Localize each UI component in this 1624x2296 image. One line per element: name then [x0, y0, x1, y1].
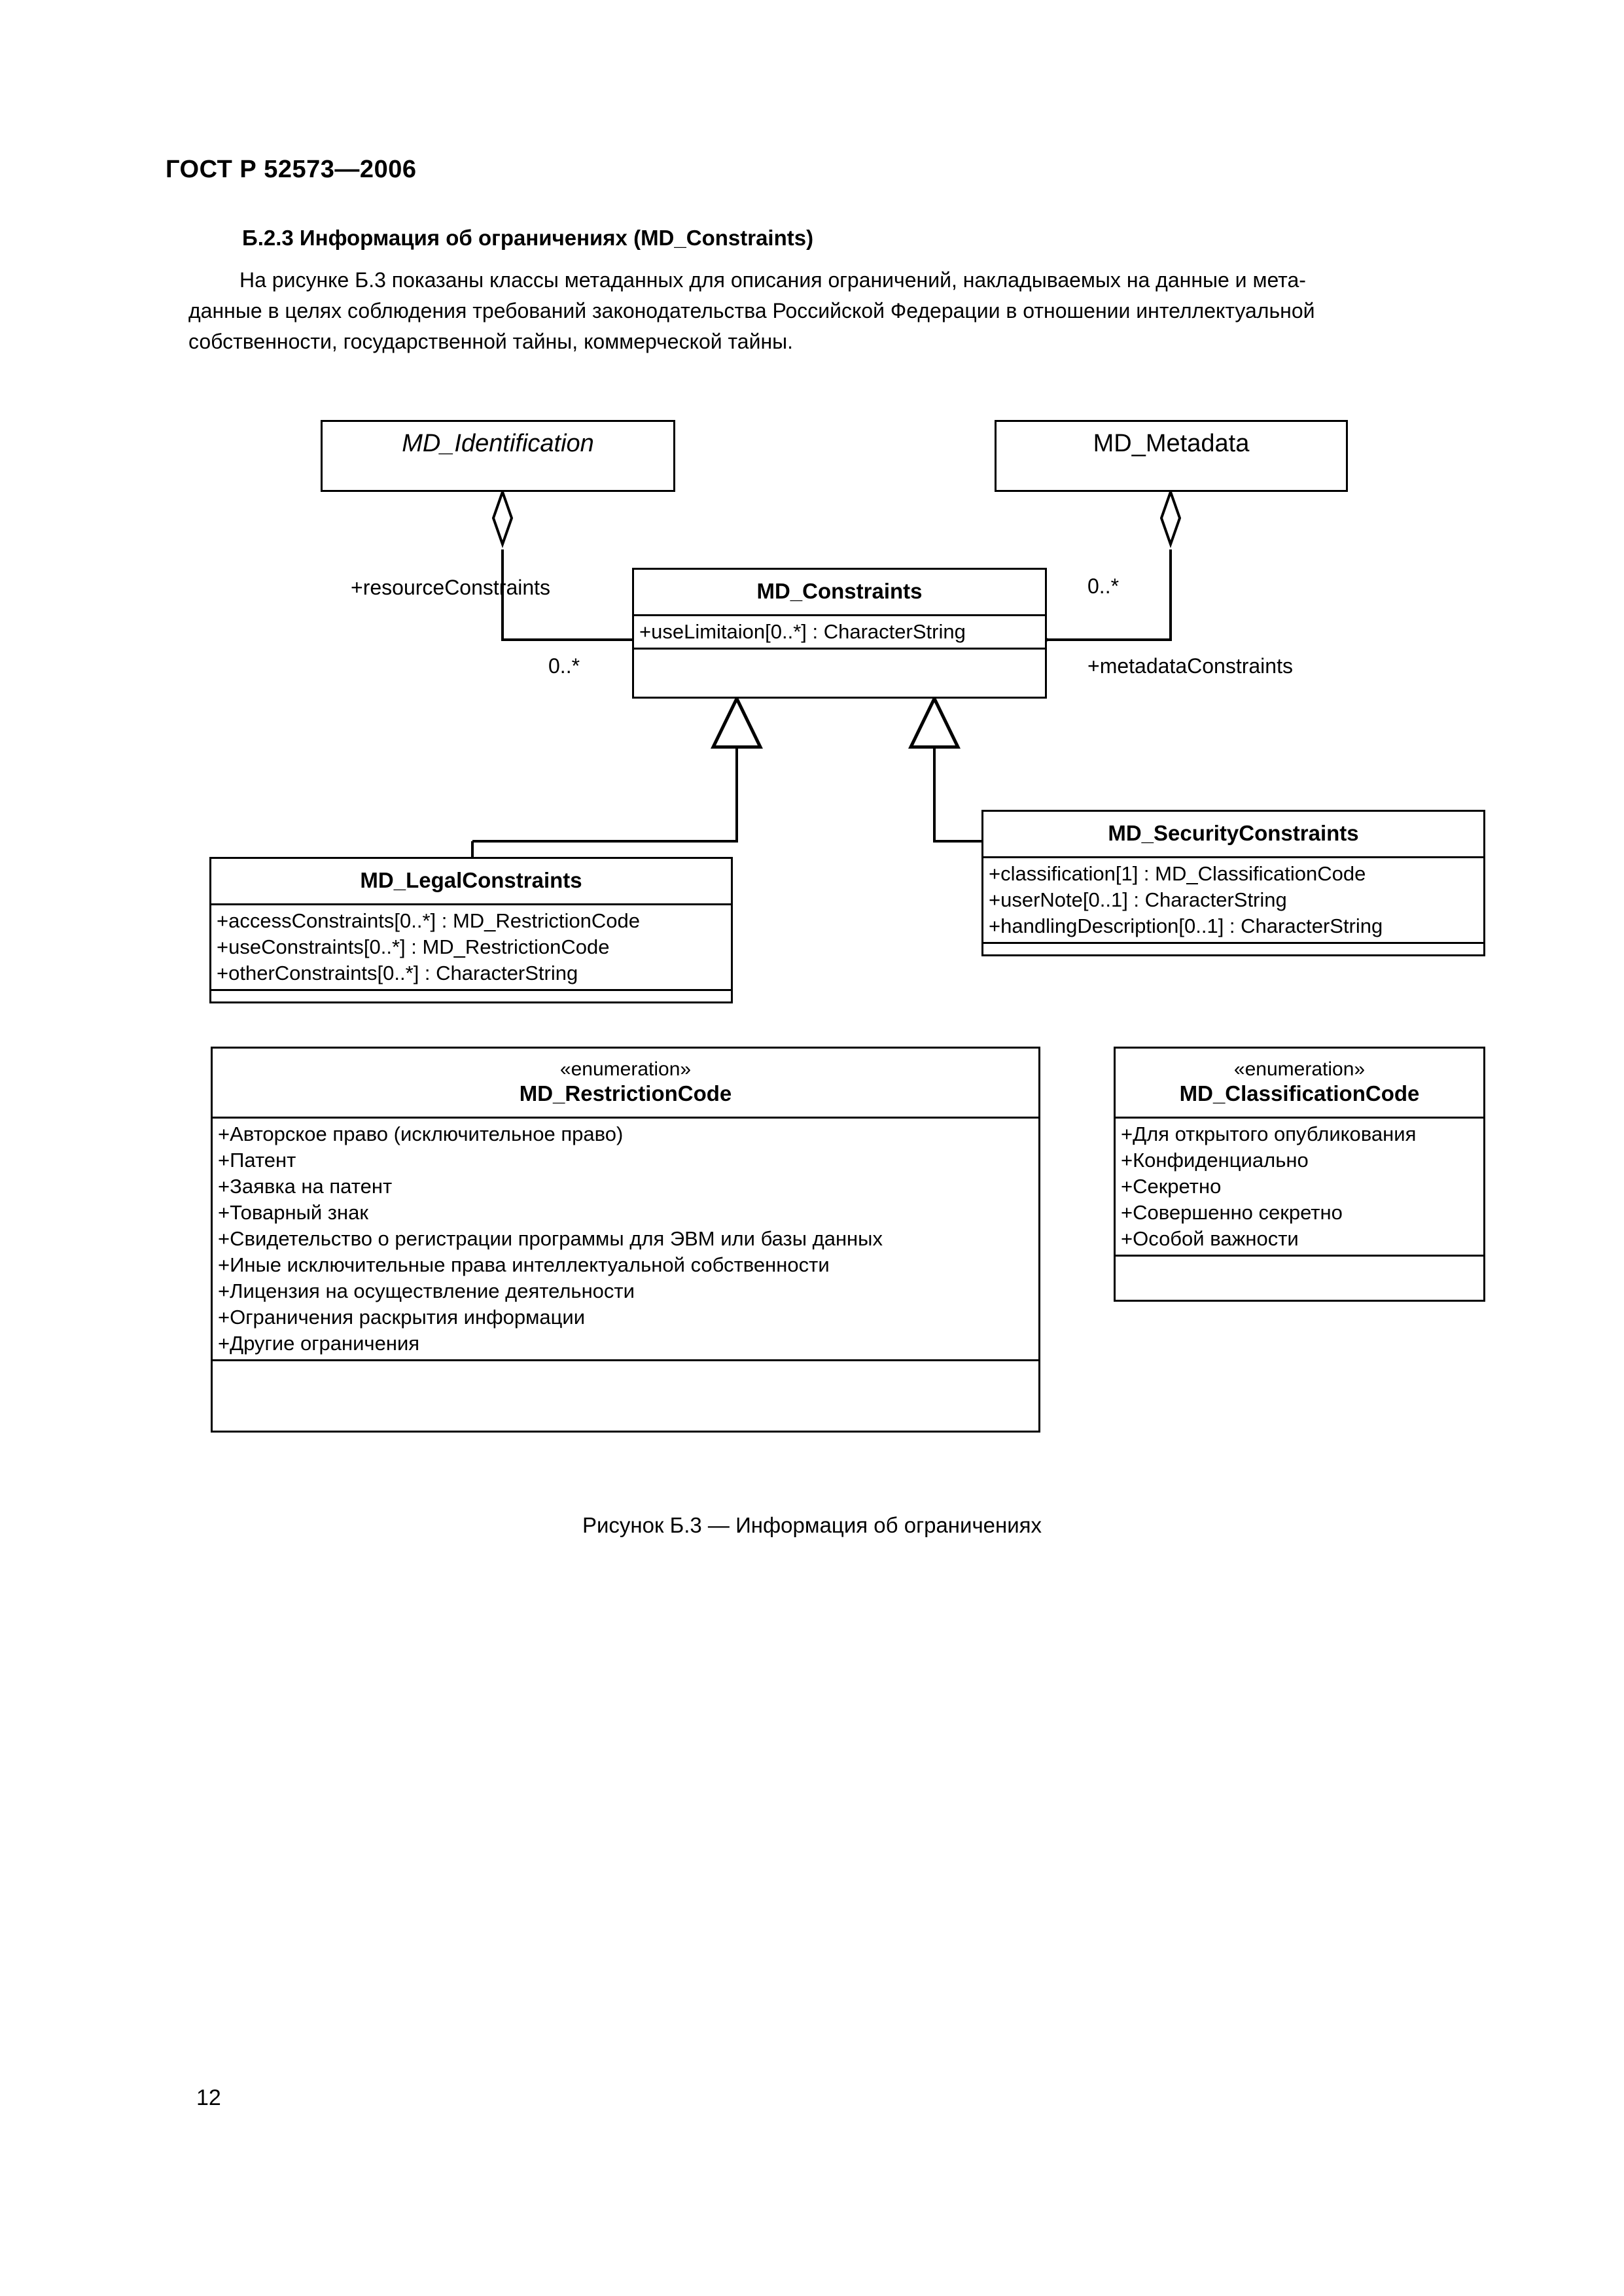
- uml-divider: [634, 614, 1045, 616]
- uml-enumeration-md-restriction-code[interactable]: «enumeration» MD_RestrictionCode +Авторс…: [211, 1047, 1040, 1433]
- uml-divider: [213, 1117, 1038, 1119]
- uml-enum-literal: +Особой важности: [1121, 1227, 1299, 1250]
- uml-enum-literal: +Лицензия на осуществление деятельности: [218, 1279, 635, 1302]
- uml-literals-md-classification-code: +Для открытого опубликования +Конфиденци…: [1116, 1119, 1483, 1255]
- uml-class-name-md-legal-constraints: MD_LegalConstraints: [360, 868, 582, 892]
- uml-enum-literal: +Другие ограничения: [218, 1332, 420, 1355]
- uml-operations-compartment: [211, 991, 731, 1029]
- uml-enumeration-md-classification-code[interactable]: «enumeration» MD_ClassificationCode +Для…: [1114, 1047, 1485, 1302]
- uml-stereotype-label: «enumeration»: [559, 1058, 692, 1080]
- uml-operations-compartment: [634, 650, 1045, 687]
- edge-label-multiplicity-right: 0..*: [1087, 574, 1120, 598]
- uml-enum-literal: +Для открытого опубликования: [1121, 1122, 1417, 1145]
- section-heading: Б.2.3 Информация об ограничениях (MD_Con…: [242, 226, 814, 250]
- uml-enum-literal: +Иные исключительные права интеллектуаль…: [218, 1253, 830, 1276]
- uml-class-md-metadata[interactable]: MD_Metadata: [995, 420, 1348, 492]
- uml-class-md-legal-constraints[interactable]: MD_LegalConstraints +accessConstraints[0…: [209, 857, 733, 1003]
- uml-class-name-md-restriction-code: MD_RestrictionCode: [519, 1081, 732, 1105]
- uml-enum-literal: +Конфиденциально: [1121, 1149, 1309, 1172]
- uml-class-diagram: +resourceConstraints 0..* 0..* +metadata…: [209, 420, 1485, 1433]
- paragraph-line-2: данные в целях соблюдения требований зак…: [188, 299, 1315, 322]
- uml-class-md-identification[interactable]: MD_Identification: [321, 420, 675, 492]
- uml-divider: [211, 903, 731, 905]
- uml-operations-compartment: [1116, 1257, 1483, 1295]
- uml-class-name-md-metadata: MD_Metadata: [1093, 430, 1250, 457]
- uml-attribute: +useLimitaion[0..*] : CharacterString: [639, 620, 966, 643]
- uml-attributes-md-security-constraints: +classification[1] : MD_ClassificationCo…: [983, 858, 1483, 942]
- edge-label-multiplicity-left: 0..*: [548, 654, 580, 678]
- uml-divider: [1116, 1255, 1483, 1257]
- uml-enum-literal: +Свидетельство о регистрации программы д…: [218, 1227, 883, 1250]
- uml-enum-literal: +Секретно: [1121, 1175, 1222, 1198]
- uml-enumeration-header-md-restriction-code: «enumeration» MD_RestrictionCode: [213, 1049, 1038, 1117]
- uml-enum-literal: +Совершенно секретно: [1121, 1201, 1343, 1224]
- uml-divider: [211, 989, 731, 991]
- uml-class-name-md-classification-code: MD_ClassificationCode: [1179, 1081, 1420, 1105]
- paragraph-line-1-text: На рисунке Б.3 показаны классы метаданны…: [239, 268, 1306, 292]
- uml-literals-md-restriction-code: +Авторское право (исключительное право) …: [213, 1119, 1038, 1359]
- uml-attribute: +classification[1] : MD_ClassificationCo…: [989, 862, 1366, 885]
- uml-attribute: +handlingDescription[0..1] : CharacterSt…: [989, 914, 1383, 937]
- uml-class-name-md-constraints: MD_Constraints: [756, 579, 923, 603]
- uml-enum-literal: +Товарный знак: [218, 1201, 368, 1224]
- uml-enum-literal: +Заявка на патент: [218, 1175, 393, 1198]
- page-number: 12: [196, 2085, 221, 2110]
- uml-divider: [983, 942, 1483, 944]
- uml-attribute: +accessConstraints[0..*] : MD_Restrictio…: [217, 909, 640, 932]
- uml-divider: [213, 1359, 1038, 1361]
- uml-attribute: +userNote[0..1] : CharacterString: [989, 888, 1287, 911]
- uml-class-md-security-constraints[interactable]: MD_SecurityConstraints +classification[1…: [981, 810, 1485, 956]
- uml-attribute: +otherConstraints[0..*] : CharacterStrin…: [217, 962, 578, 984]
- uml-class-name-md-security-constraints: MD_SecurityConstraints: [1108, 821, 1359, 845]
- page-header-standard-number: ГОСТ Р 52573—2006: [166, 156, 417, 183]
- uml-enum-literal: +Авторское право (исключительное право): [218, 1122, 624, 1145]
- body-paragraph: На рисунке Б.3 показаны классы метаданны…: [188, 265, 1549, 357]
- edge-label-resource-constraints: +resourceConstraints: [351, 576, 551, 599]
- uml-enum-literal: +Патент: [218, 1149, 296, 1172]
- uml-class-name-md-identification: MD_Identification: [402, 430, 594, 457]
- paragraph-line-1: На рисунке Б.3 показаны классы метаданны…: [188, 265, 1549, 296]
- uml-divider: [1116, 1117, 1483, 1119]
- uml-attributes-md-constraints: +useLimitaion[0..*] : CharacterString: [634, 616, 1045, 648]
- edge-label-metadata-constraints: +metadataConstraints: [1087, 654, 1293, 678]
- figure-caption: Рисунок Б.3 — Информация об ограничениях: [582, 1513, 1042, 1537]
- uml-divider: [634, 648, 1045, 650]
- paragraph-line-3: собственности, государственной тайны, ко…: [188, 330, 794, 353]
- uml-enumeration-header-md-classification-code: «enumeration» MD_ClassificationCode: [1116, 1049, 1483, 1117]
- uml-attribute: +useConstraints[0..*] : MD_RestrictionCo…: [217, 935, 610, 958]
- uml-stereotype-label: «enumeration»: [1233, 1058, 1366, 1080]
- uml-class-md-constraints[interactable]: MD_Constraints +useLimitaion[0..*] : Cha…: [632, 568, 1047, 699]
- uml-operations-compartment: [213, 1361, 1038, 1399]
- uml-attributes-md-legal-constraints: +accessConstraints[0..*] : MD_Restrictio…: [211, 905, 731, 989]
- uml-divider: [983, 856, 1483, 858]
- uml-operations-compartment: [983, 944, 1483, 982]
- uml-enum-literal: +Ограничения раскрытия информации: [218, 1306, 586, 1329]
